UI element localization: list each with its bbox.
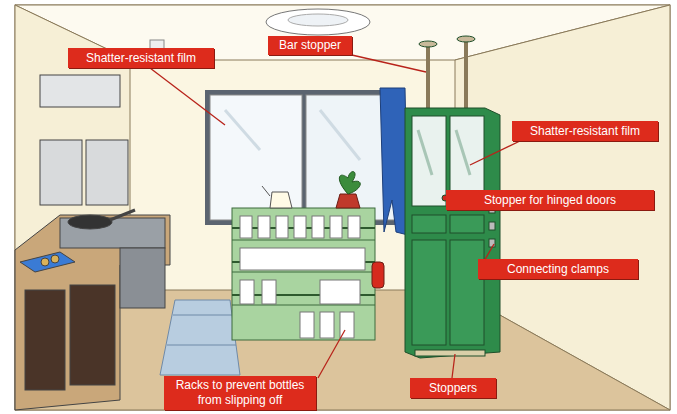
callout-text: Bar stopper <box>279 38 341 53</box>
cup <box>330 216 342 238</box>
lamp-center <box>288 14 348 26</box>
callout-label: Racks to prevent bottles from slipping o… <box>164 376 316 410</box>
drawer <box>412 215 446 233</box>
oven <box>120 248 165 308</box>
callout-text: Shatter-resistant film <box>530 124 640 139</box>
range-hood <box>40 75 120 107</box>
glass-shine <box>225 110 260 150</box>
dishes <box>240 216 365 338</box>
callout-label: Shatter-resistant film <box>68 48 214 68</box>
lower-door <box>412 240 446 345</box>
bar-stopper <box>464 40 468 108</box>
kitchen-counter <box>15 75 170 410</box>
bottle <box>300 312 314 338</box>
plant-pot <box>336 194 360 208</box>
glass-door <box>412 116 446 206</box>
glass-shine <box>320 110 360 160</box>
pan-handle <box>110 210 135 220</box>
mat <box>160 300 240 375</box>
cup <box>240 216 252 238</box>
frying-pan <box>68 215 112 229</box>
floor-mat <box>160 300 240 375</box>
bar-stopper-pad <box>457 36 475 42</box>
plant <box>339 172 360 194</box>
callout-label: Shatter-resistant film <box>512 121 658 141</box>
cutting-board <box>20 252 75 272</box>
vegetable <box>51 255 59 263</box>
callout-label: Bar stopper <box>268 36 352 55</box>
window-glass <box>210 95 302 220</box>
cup <box>294 216 306 238</box>
drawer <box>450 215 484 233</box>
callout-text: Racks to prevent bottles from slipping o… <box>168 378 312 408</box>
curtain <box>380 88 408 235</box>
leader-line <box>452 354 455 378</box>
plates <box>320 280 360 304</box>
back-wall <box>15 5 670 410</box>
callout-text: Connecting clamps <box>507 262 609 277</box>
callout-label: Connecting clamps <box>478 259 638 279</box>
rack-shelf <box>232 272 375 273</box>
rack-shelf <box>232 240 375 241</box>
wall-tile <box>40 140 82 205</box>
connecting-clamp <box>489 222 495 230</box>
wall-tile <box>86 140 128 205</box>
bar-stopper-pad <box>419 41 437 47</box>
bottle <box>262 280 276 304</box>
bowls <box>240 248 365 270</box>
glass-shine <box>456 130 470 175</box>
cupboard-body <box>405 108 500 358</box>
rack-shelf <box>232 305 375 306</box>
callout-label: Stopper for hinged doors <box>446 190 654 210</box>
connecting-clamp <box>489 239 495 247</box>
leader-line <box>318 330 345 378</box>
bottle <box>240 280 254 304</box>
callout-label: Stoppers <box>410 378 496 398</box>
counter-body <box>15 215 170 410</box>
kettle <box>270 192 292 208</box>
leader-line <box>150 68 225 125</box>
leader-lines <box>150 50 520 378</box>
rack-frame <box>232 208 375 340</box>
cup <box>348 216 360 238</box>
leader-line <box>470 141 520 165</box>
room <box>15 5 670 410</box>
cup <box>258 216 270 238</box>
callout-text: Stoppers <box>429 381 477 396</box>
cabinet-door <box>70 285 115 385</box>
callout-text: Shatter-resistant film <box>86 51 196 66</box>
bottle <box>320 312 334 338</box>
kettle-spout <box>262 186 270 196</box>
lower-door <box>450 240 484 345</box>
rack <box>232 172 375 340</box>
glass-shine <box>418 130 432 175</box>
bar-stopper <box>426 45 430 108</box>
callout-text: Stopper for hinged doors <box>484 193 616 208</box>
mat-stripe <box>173 315 232 316</box>
vegetable <box>41 258 49 266</box>
cup <box>276 216 288 238</box>
cabinet-door <box>25 290 65 390</box>
fire-extinguisher <box>372 262 384 288</box>
window-frame <box>205 90 400 225</box>
cup <box>312 216 324 238</box>
floor-stopper <box>415 350 485 356</box>
lamp-shade <box>266 9 370 35</box>
mat-stripe <box>167 345 236 346</box>
